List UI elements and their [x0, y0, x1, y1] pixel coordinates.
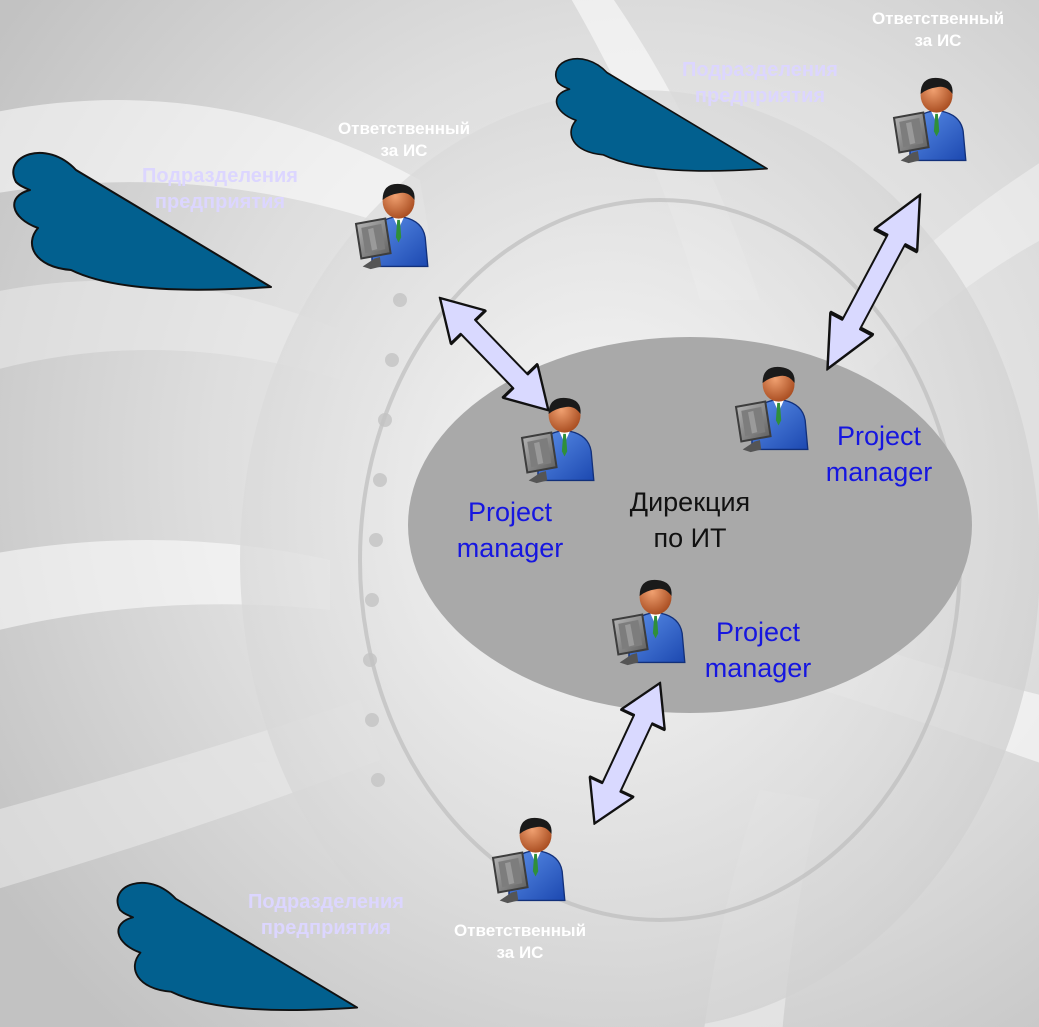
project-manager-label-left: Project manager [456, 497, 564, 563]
departments-label-bottom: Подразделения предприятия [248, 891, 404, 939]
responsible-label-top-right: Ответственный за ИС [871, 9, 1005, 50]
departments-label-left: Подразделения предприятия [142, 165, 298, 213]
responsible-label-bottom: Ответственный за ИС [453, 921, 587, 962]
it-directorate-label: Дирекция по ИТ [629, 487, 751, 553]
project-manager-label-bottom: Project manager [704, 617, 812, 683]
departments-label-top: Подразделения предприятия [682, 59, 838, 107]
project-manager-label-right: Project manager [825, 421, 933, 487]
responsible-label-top-left: Ответственный за ИС [337, 119, 471, 160]
